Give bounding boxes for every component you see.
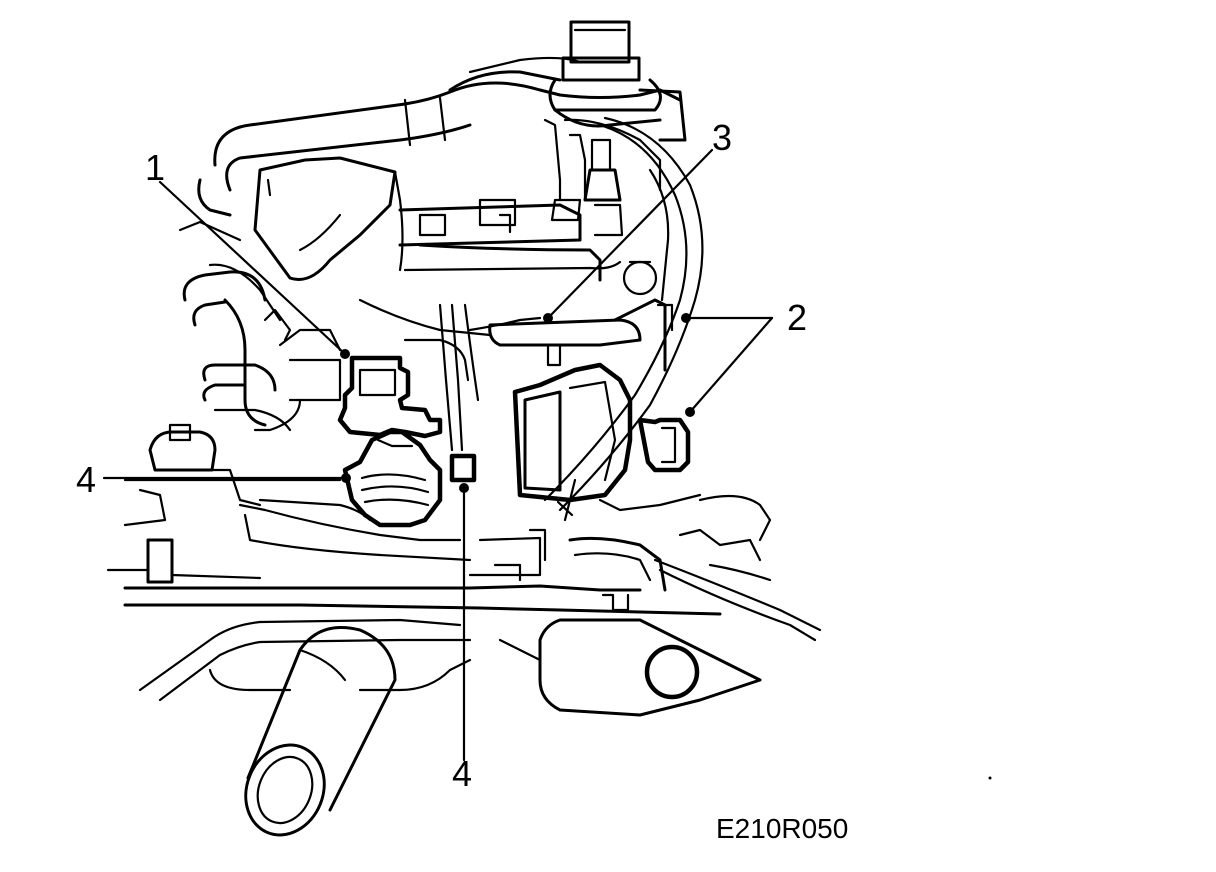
control-module [337, 355, 443, 439]
actuator-housing [488, 298, 674, 503]
callout-4a: 4 [76, 459, 351, 500]
sensor-cluster [543, 118, 662, 296]
callout-2-label: 2 [787, 297, 807, 338]
intake-tube [244, 626, 397, 837]
scan-speck [988, 776, 992, 780]
callout-4b: 4 [452, 483, 472, 794]
center-pipes [438, 303, 542, 483]
lower-manifold [106, 423, 822, 642]
callout-4a-label: 4 [76, 459, 96, 500]
callout-3: 3 [543, 117, 732, 323]
callout-1-label: 1 [145, 147, 165, 188]
figure-id: E210R050 [716, 813, 848, 844]
upper-block [178, 156, 622, 282]
throttle-body [342, 429, 443, 528]
callout-4b-label: 4 [452, 753, 472, 794]
right-cable [543, 116, 704, 522]
engine-line-art [106, 20, 822, 837]
upper-hose [213, 56, 687, 192]
right-connector [637, 417, 691, 473]
callout-3-label: 3 [712, 117, 732, 158]
bottom-housing [138, 618, 762, 717]
left-hoses [182, 263, 492, 432]
callout-2: 2 [681, 297, 807, 417]
callout-1: 1 [145, 147, 350, 359]
